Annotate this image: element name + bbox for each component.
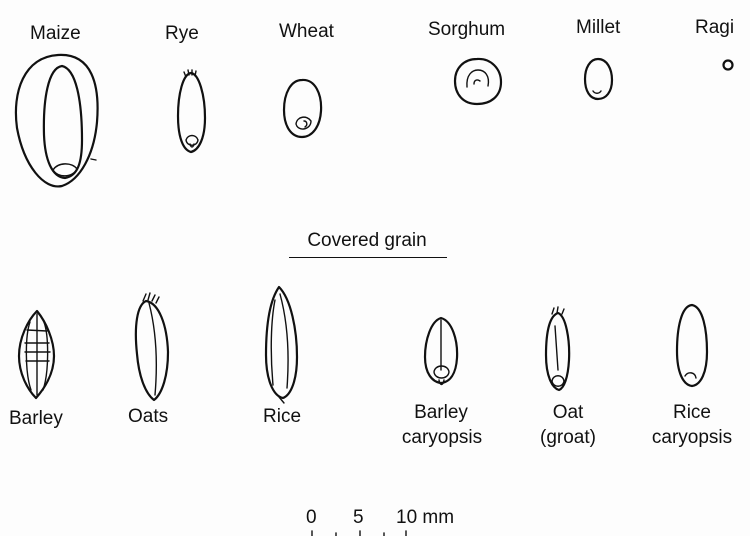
barley-grain-drawing [19,311,54,398]
millet-kernel-drawing [585,59,612,99]
maize-kernel-drawing [16,55,98,187]
rice-grain-drawing [266,287,297,403]
rice-caryopsis-drawing [677,305,707,386]
wheat-kernel-drawing [284,80,321,137]
oats-grain-drawing [136,293,168,400]
rye-kernel-drawing [178,70,205,152]
barley-caryopsis-drawing [425,318,457,385]
sorghum-kernel-drawing [455,59,501,104]
oat-groat-drawing [546,307,569,390]
ragi-kernel-drawing [724,61,733,70]
scale-bar [312,531,406,536]
